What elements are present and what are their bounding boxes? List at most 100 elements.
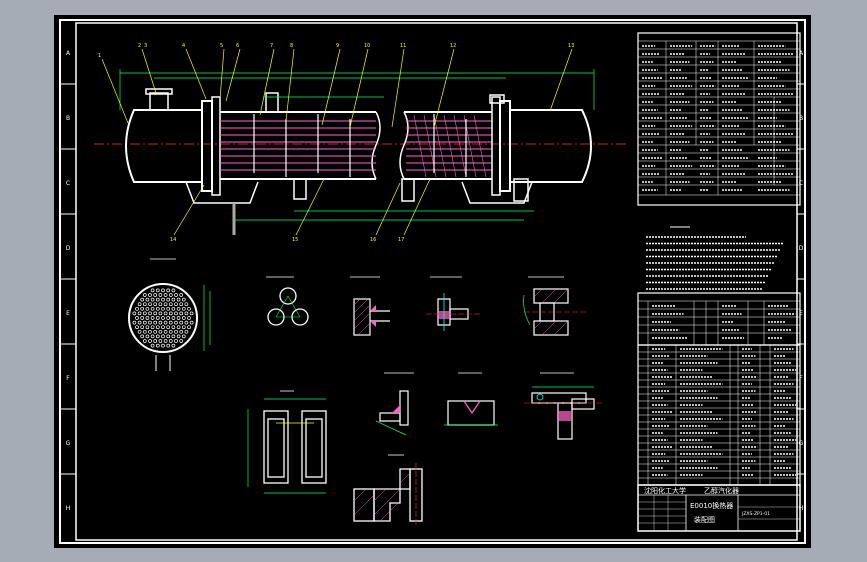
tube-hole: [176, 325, 181, 330]
zone-letter: G: [66, 440, 71, 447]
tube-hole: [148, 320, 152, 325]
tube-hole: [158, 339, 163, 343]
tube-hole: [171, 325, 176, 330]
tube-hole: [153, 329, 158, 334]
tube-hole: [161, 297, 165, 302]
tube-hole: [176, 306, 181, 311]
tube-hole: [150, 288, 155, 293]
svg-text:9: 9: [336, 43, 339, 49]
zone-letter: H: [66, 505, 71, 512]
tube-hole: [174, 293, 178, 297]
zone-letter: E: [799, 310, 803, 317]
tube-hole: [145, 334, 150, 339]
tube-hole: [137, 302, 142, 307]
svg-text:7: 7: [270, 43, 273, 49]
tube-hole: [163, 311, 168, 316]
baffles: [253, 114, 467, 177]
tube-hole: [142, 329, 147, 334]
tube-hole: [150, 306, 155, 311]
tube-hole: [171, 288, 176, 293]
title-drawing-no: JZXS-ZP1-01: [741, 511, 770, 517]
tube-hole: [187, 325, 191, 330]
tube-hole: [181, 325, 186, 330]
tube-hole: [155, 297, 160, 302]
tube-hole: [163, 329, 168, 334]
parts-list: [637, 344, 801, 486]
tube-hole: [161, 334, 165, 339]
zone-letter: B: [799, 115, 803, 122]
title-block: 沈阳化工大学 乙醇汽化器 E0010换热器 装配图 JZXS-ZP1-01: [637, 484, 801, 532]
tube-hole: [187, 316, 191, 320]
svg-text:1: 1: [98, 53, 101, 59]
tube-hole: [161, 306, 165, 311]
tube-hole: [140, 325, 145, 330]
tube-hole: [140, 316, 145, 320]
tube-hole: [166, 288, 171, 293]
tube-hole: [142, 293, 147, 297]
tube-hole: [166, 343, 171, 348]
left-channel-head: [125, 109, 203, 183]
nozzle-n1: [149, 92, 169, 111]
tube-hole: [158, 320, 163, 325]
detail-flange-c: [524, 372, 602, 440]
right-channel-head: [509, 109, 592, 183]
spec-table: [637, 32, 801, 206]
zone-letter: C: [66, 180, 70, 187]
tube-hole: [179, 339, 184, 343]
tube-hole: [168, 339, 173, 343]
detail-flange-b: [523, 276, 588, 336]
nozzle-n3: [293, 178, 307, 200]
tube-hole: [171, 334, 176, 339]
tube-hole: [171, 306, 176, 311]
svg-text:3: 3: [144, 43, 147, 49]
detail-tube-weld: [350, 276, 390, 336]
tube-hole: [140, 334, 145, 339]
tube-hole: [153, 293, 158, 297]
tube-hole: [142, 311, 147, 316]
saddle-right: [461, 181, 533, 204]
tube-hole: [181, 334, 186, 339]
tube-hole: [145, 316, 150, 320]
svg-text:13: 13: [568, 43, 574, 49]
tube-hole: [132, 320, 137, 325]
tube-hole: [153, 302, 158, 307]
tube-hole: [179, 311, 184, 316]
tube-hole: [140, 297, 145, 302]
tube-hole: [163, 302, 168, 307]
svg-text:8: 8: [290, 43, 293, 49]
zone-letter: A: [66, 50, 71, 57]
tube-hole: [150, 343, 155, 348]
zone-letter: G: [799, 440, 804, 447]
zone-ticks: [60, 83, 805, 475]
tube-hole: [181, 297, 186, 302]
tube-hole: [166, 297, 171, 302]
tube-hole: [184, 320, 189, 325]
tube-hole: [158, 293, 163, 297]
tube-hole: [184, 311, 189, 316]
tube-hole: [184, 329, 189, 334]
tube-hole: [168, 293, 173, 297]
svg-text:4: 4: [182, 43, 185, 49]
tube-hole: [140, 306, 145, 311]
tube-hole: [176, 316, 181, 320]
zone-letter: B: [66, 115, 70, 122]
nozzle-n6: [513, 178, 529, 202]
detail-weld-groove: [444, 372, 498, 426]
tube-hole: [161, 343, 165, 348]
tube-bundle: [220, 120, 492, 171]
tube-hole: [148, 339, 152, 343]
zone-letter: E: [66, 310, 70, 317]
tube-hole: [155, 334, 160, 339]
zone-letter: D: [799, 245, 804, 252]
right-flange: [499, 100, 511, 192]
tube-hole: [174, 311, 178, 316]
saddle-left: [185, 181, 259, 204]
title-school: 沈阳化工大学: [644, 486, 686, 495]
tube-hole: [135, 306, 139, 311]
zone-letter: F: [66, 375, 70, 382]
tube-hole: [161, 316, 165, 320]
